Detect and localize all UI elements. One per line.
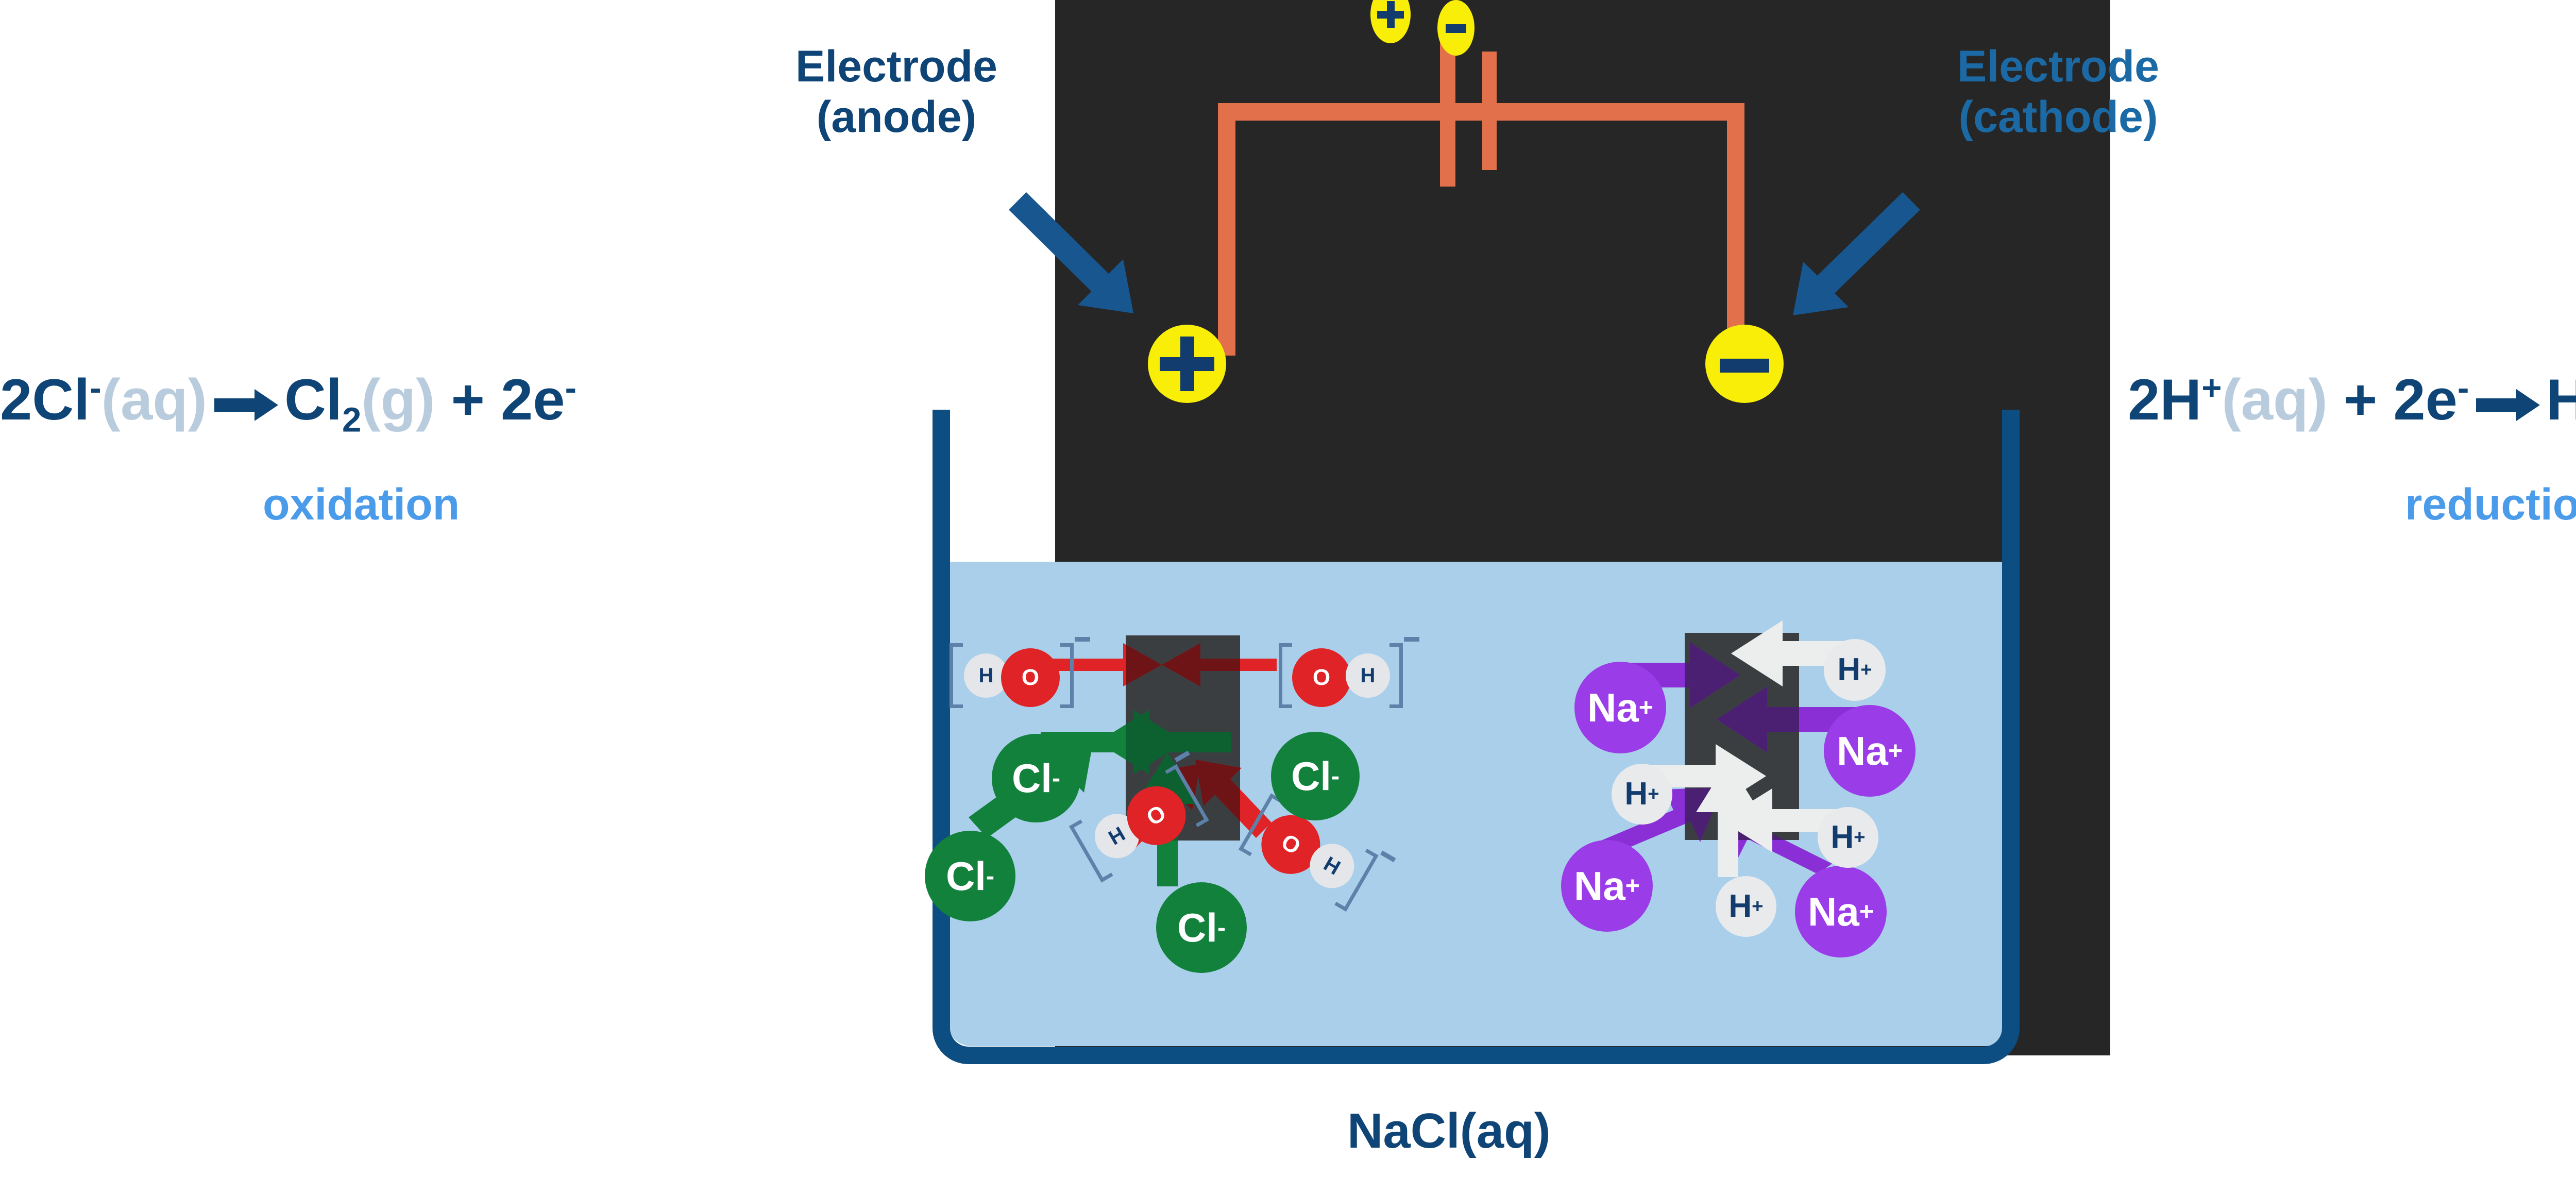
eq-right-plus: + (2343, 367, 2378, 432)
oxygen-atom: O (1001, 648, 1060, 707)
eq-right-reactant-charge: + (2201, 368, 2222, 408)
charge-minus (1075, 637, 1090, 642)
oxidation-label: oxidation (263, 480, 460, 529)
proton-ion: H+ (1824, 639, 1886, 701)
eq-left-plus: + (451, 367, 485, 432)
eq-right-reactant-state: (aq) (2222, 367, 2328, 432)
hydrogen-atom: H (1346, 653, 1390, 698)
beaker-outline (933, 410, 2020, 1064)
bracket-right (1389, 643, 1403, 708)
bracket-left (1279, 643, 1292, 708)
reduction-label: reduction (2405, 480, 2576, 529)
chloride-ion: Cl- (1156, 882, 1247, 973)
wire-top-segment (1218, 103, 1744, 121)
eq-left-reactant-charge: - (90, 368, 101, 408)
chloride-ion: Cl- (992, 734, 1080, 822)
reaction-arrow-icon (2476, 389, 2540, 422)
anode-terminal-positive (1148, 325, 1226, 403)
eq-left-coefficient: 2 (0, 367, 32, 432)
eq-left-electrons: 2e (501, 367, 565, 432)
cathode-terminal-negative (1705, 325, 1784, 403)
eq-left-electron-charge: - (565, 368, 577, 408)
proton-ion: H+ (1612, 764, 1672, 825)
eq-right-electron-charge: - (2457, 368, 2469, 408)
cathode-half-equation: 2H+(aq) + 2e-H2(g) (2128, 371, 2576, 429)
oxygen-atom: O (1292, 648, 1351, 707)
cathode-electrode-bar (1685, 633, 1799, 840)
solution-label: NaCl(aq) (1347, 1103, 1551, 1158)
anode-label-line1: Electrode (795, 42, 997, 91)
eq-right-reactant: H (2160, 367, 2202, 432)
reaction-arrow-icon (214, 389, 278, 422)
sodium-ion: Na+ (1561, 840, 1653, 932)
eq-left-product: Cl (284, 367, 342, 432)
sodium-ion: Na+ (1795, 866, 1887, 957)
proton-ion: H+ (1818, 807, 1878, 868)
cathode-label-line1: Electrode (1957, 42, 2159, 91)
anode-label: Electrode (anode) (737, 41, 1056, 142)
hydrogen-atom: H (964, 653, 1008, 698)
bracket-left (950, 643, 963, 708)
eq-right-coefficient: 2 (2128, 367, 2160, 432)
wire-right-segment (1727, 103, 1744, 356)
battery-short-plate (1482, 52, 1497, 170)
cathode-label-line2: (cathode) (1958, 92, 2158, 142)
charge-minus (1404, 637, 1419, 642)
eq-left-reactant-state: (aq) (101, 367, 207, 432)
cathode-label: Electrode (cathode) (1891, 41, 2226, 142)
proton-ion: H+ (1716, 876, 1776, 937)
chloride-ion: Cl- (925, 831, 1015, 921)
eq-right-product: H (2546, 367, 2576, 432)
eq-left-product-sub: 2 (342, 400, 362, 440)
wire-left-segment (1218, 103, 1235, 356)
chloride-ion: Cl- (1271, 732, 1360, 820)
sodium-ion: Na+ (1824, 705, 1916, 797)
anode-label-line2: (anode) (816, 92, 977, 142)
anode-half-equation: 2Cl-(aq)Cl2(g) + 2e- (0, 368, 577, 438)
sodium-ion: Na+ (1574, 662, 1666, 753)
bracket-right (1060, 643, 1074, 708)
eq-right-electrons: 2e (2393, 367, 2458, 432)
eq-left-product-state: (g) (361, 367, 435, 432)
eq-left-reactant: Cl (32, 367, 90, 432)
battery-negative-badge (1437, 0, 1475, 56)
